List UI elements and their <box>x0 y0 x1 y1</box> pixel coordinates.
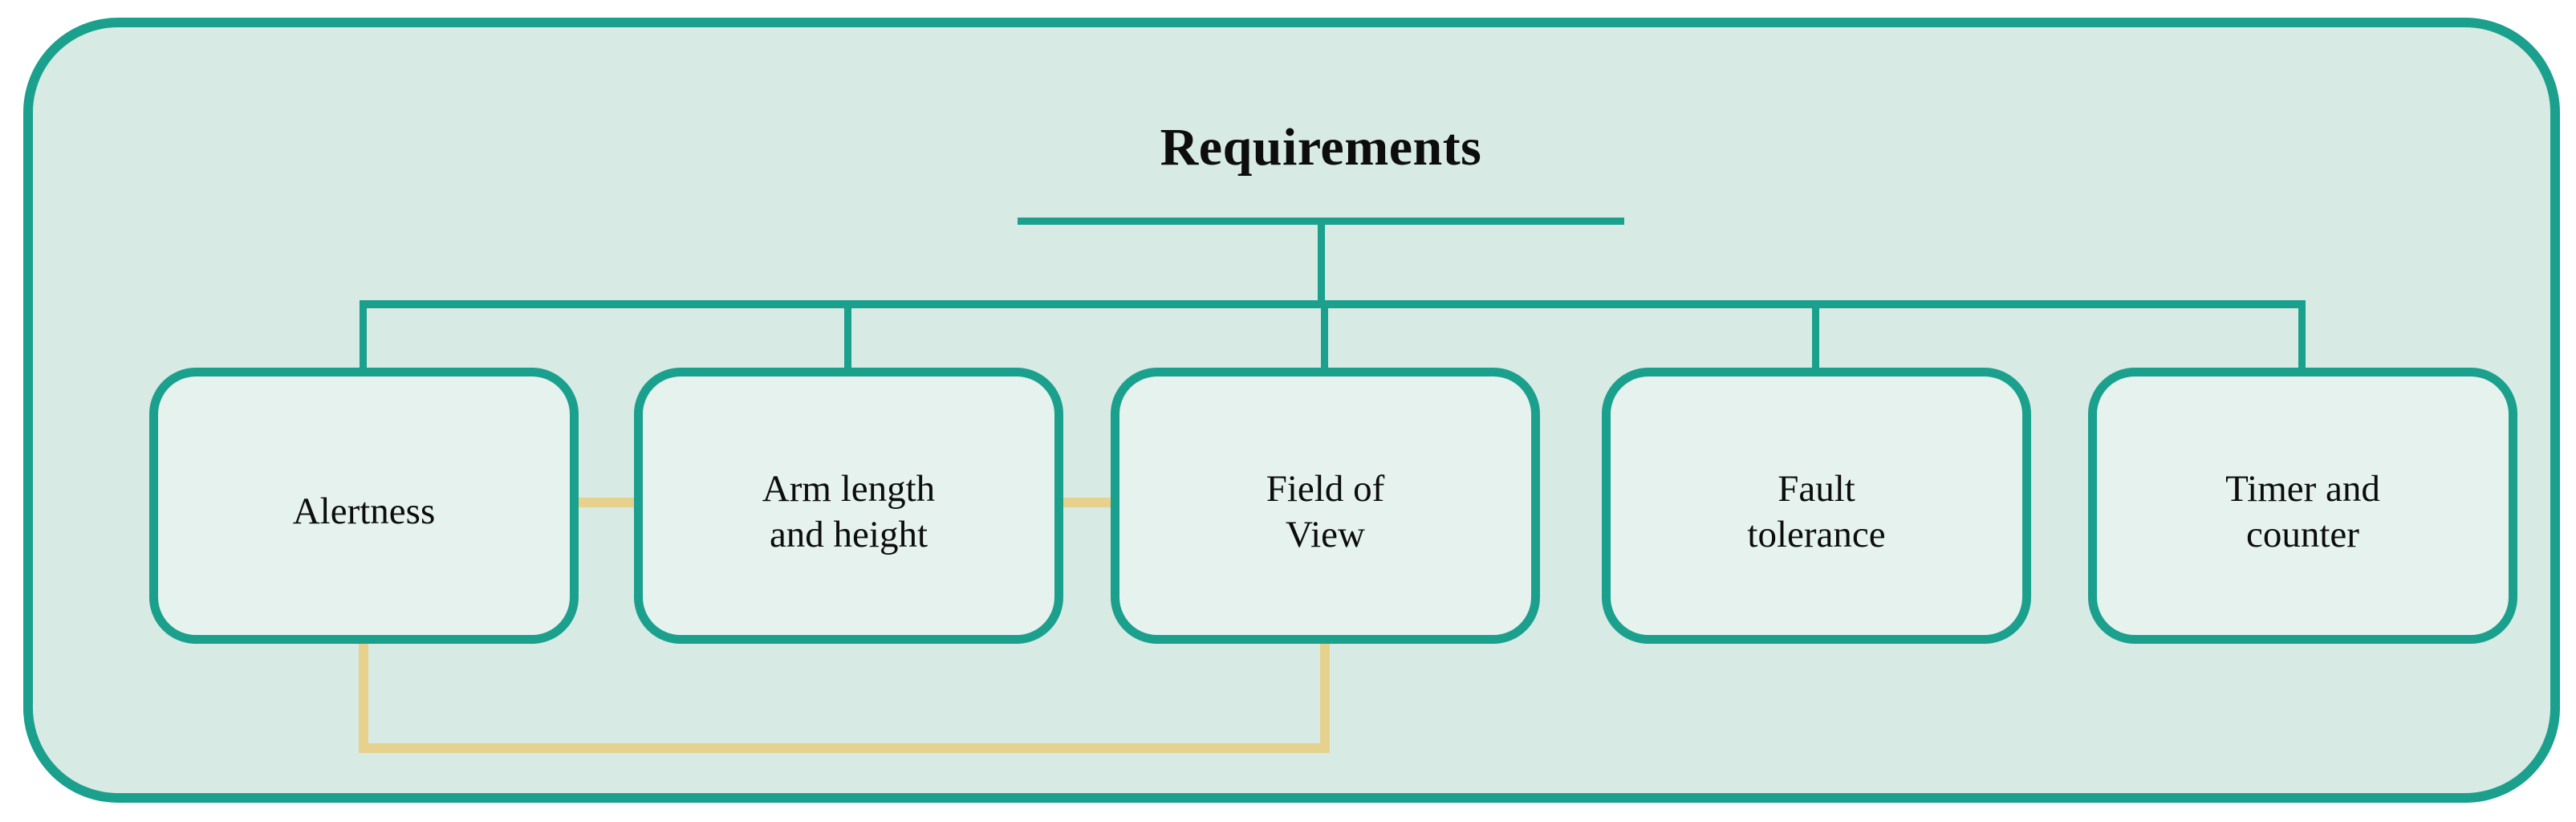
node-label-timer-counter: Timer and counter <box>2225 467 2380 555</box>
requirements-container: Requirements Alertness Arm length and he… <box>23 18 2560 803</box>
node-label-fault-tolerance: Fault tolerance <box>1747 467 1886 555</box>
node-field-of-view: Field of View <box>1111 368 1540 644</box>
diagram-title: Requirements <box>1160 118 1482 177</box>
node-alertness: Alertness <box>149 368 579 644</box>
drop-connector-fault-tolerance <box>1812 300 1819 374</box>
cross-link-u-right-segment <box>1320 641 1330 753</box>
node-arm-length-height: Arm length and height <box>634 368 1063 644</box>
cross-link-alertness-armlength <box>572 498 640 507</box>
drop-connector-timer-counter <box>2298 300 2306 374</box>
cross-link-u-bottom-segment <box>359 743 1330 753</box>
node-timer-counter: Timer and counter <box>2088 368 2517 644</box>
node-label-alertness: Alertness <box>292 490 436 533</box>
node-label-field-of-view: Field of View <box>1266 467 1385 555</box>
root-stem-connector <box>1318 218 1325 307</box>
node-label-arm-length-height: Arm length and height <box>762 467 936 555</box>
node-fault-tolerance: Fault tolerance <box>1602 368 2031 644</box>
drop-connector-field-of-view <box>1321 300 1328 374</box>
cross-link-u-left-segment <box>359 641 368 753</box>
drop-connector-alertness <box>360 300 367 374</box>
horizontal-bus-connector <box>364 300 2306 308</box>
cross-link-armlength-fieldofview <box>1057 498 1117 507</box>
drop-connector-arm-length <box>844 300 851 374</box>
